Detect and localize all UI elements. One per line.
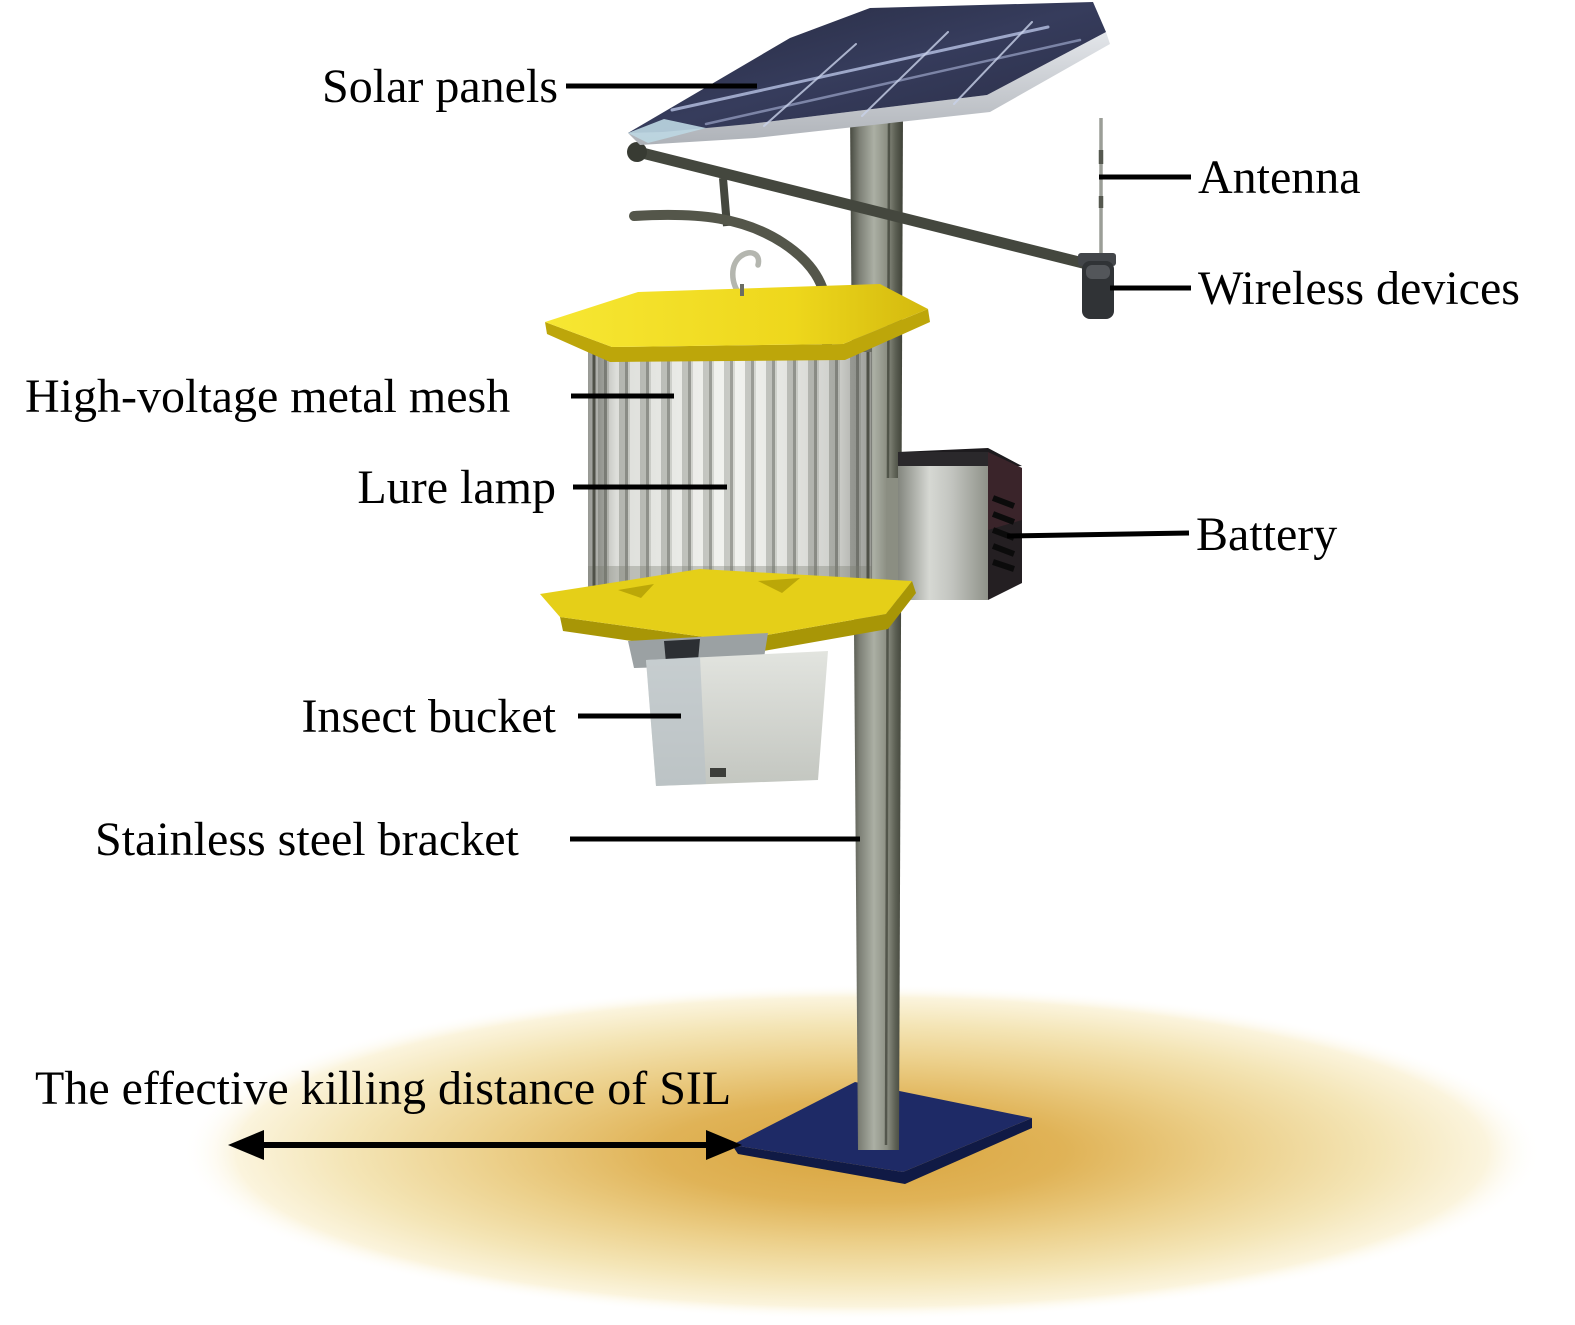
label-stainless-bracket: Stainless steel bracket [95, 813, 520, 866]
battery-front-topstrip [898, 452, 988, 466]
tray-notch-left [618, 584, 654, 598]
metal-mesh-shade [588, 348, 872, 592]
label-insect-bucket: Insect bucket [301, 690, 556, 743]
solar-panel-glint [628, 119, 706, 143]
leader-lines [566, 83, 1191, 842]
arm-joint [627, 142, 647, 162]
lamp-tray [540, 569, 912, 641]
leader-battery [1006, 530, 1190, 539]
label-wireless-devices: Wireless devices [1198, 262, 1520, 315]
base-plate-side [732, 1118, 1032, 1184]
battery-side-tint [988, 452, 1022, 530]
arrowhead-left [228, 1130, 264, 1160]
label-solar-panels: Solar panels [322, 60, 558, 113]
adapter-knob [664, 639, 700, 663]
bucket-latch [710, 768, 726, 777]
callout-labels: Solar panels Antenna Wireless devices Hi… [25, 60, 1520, 1115]
battery-front [898, 452, 988, 600]
solar-panel [628, 2, 1110, 145]
battery-box [886, 448, 1022, 600]
wireless-device [1078, 253, 1116, 319]
main-arm [632, 145, 1105, 274]
insect-bucket-left-face [646, 657, 706, 786]
lamp-assembly [540, 284, 930, 786]
label-antenna: Antenna [1198, 151, 1361, 204]
label-battery: Battery [1196, 508, 1337, 561]
solar-panel-gridlines [670, 21, 1082, 127]
arrowhead-right [706, 1130, 742, 1160]
hanger-hook [730, 250, 762, 299]
lamp-tray-underside [560, 581, 916, 656]
label-lure-lamp: Lure lamp [357, 461, 556, 514]
tray-notch-right [758, 578, 800, 593]
lamp-canopy [545, 284, 928, 347]
label-killing-distance: The effective killing distance of SIL [35, 1062, 731, 1115]
lamp-canopy-underside [545, 309, 930, 362]
distance-arrow [228, 1130, 742, 1160]
label-high-voltage-mesh: High-voltage metal mesh [25, 370, 510, 423]
